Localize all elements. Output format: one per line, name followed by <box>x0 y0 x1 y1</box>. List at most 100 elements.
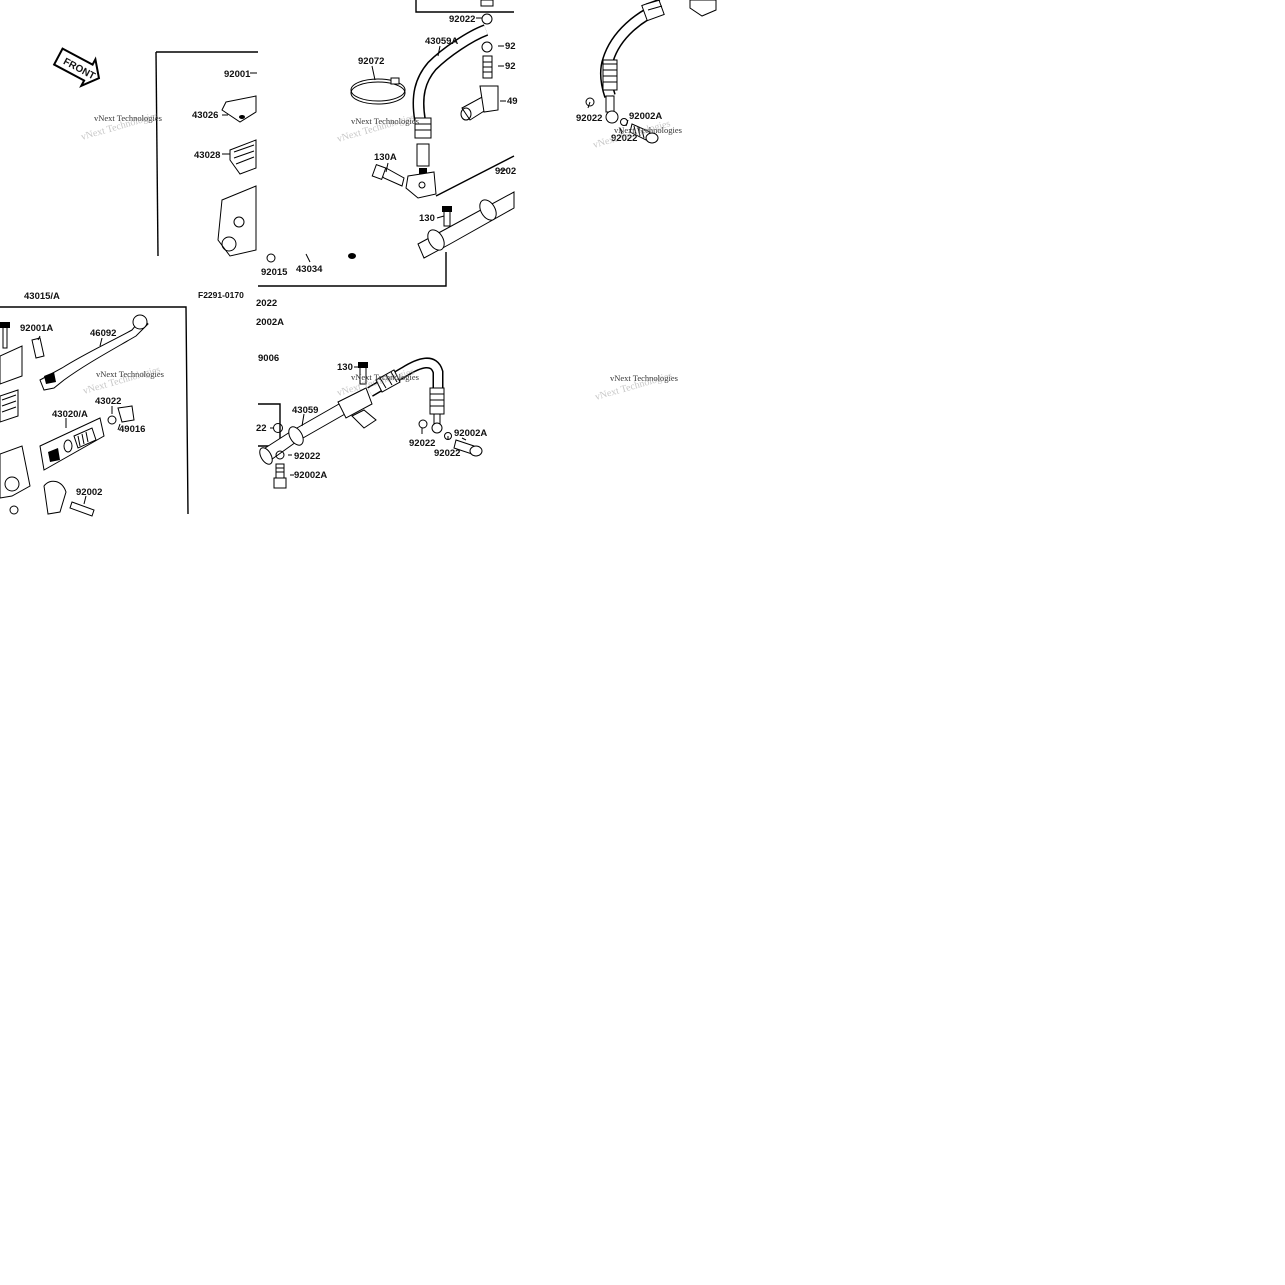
label-43015A: 43015/A <box>24 291 60 302</box>
frame-line <box>258 252 447 287</box>
reservoir-edge <box>0 345 23 385</box>
watermark-text: vNext Technologies <box>351 116 419 126</box>
pipe-line <box>435 155 515 197</box>
body-port <box>221 236 237 252</box>
bolt-part <box>275 463 285 479</box>
leader-lines <box>371 17 506 219</box>
clamp-part <box>43 480 67 515</box>
pipe-nut <box>479 199 497 221</box>
frame-line <box>0 306 189 515</box>
bolt-head <box>371 164 387 180</box>
label-130: 130 <box>337 362 353 373</box>
label-92-cut: 92 <box>505 61 516 72</box>
elbow-neck <box>479 85 499 113</box>
screw-head <box>0 322 10 328</box>
leader-lines <box>587 101 629 135</box>
label-92002: 92002 <box>76 487 102 498</box>
leader-lines <box>222 72 257 155</box>
watermark-text: vNext Technologies <box>96 369 164 379</box>
label-43026: 43026 <box>192 110 218 121</box>
brake-hose-fill <box>414 25 488 121</box>
label-43059A: 43059A <box>425 36 458 47</box>
bolt-thread <box>276 467 284 473</box>
label-92022: 92022 <box>409 438 435 449</box>
label-130: 130 <box>419 213 435 224</box>
body-port <box>233 216 245 228</box>
label-43028: 43028 <box>194 150 220 161</box>
hose-fitting <box>605 95 615 113</box>
label-92002A: 92002A <box>629 111 662 122</box>
banjo-hole <box>418 181 426 189</box>
ferrule-ridges <box>379 371 398 389</box>
panel-empty-right: vNext Technologies vNext Technologies <box>594 370 678 403</box>
brake-lever-part <box>39 317 149 391</box>
label-46092: 46092 <box>90 328 116 339</box>
elbow-opening <box>460 107 472 121</box>
panel-brake-hose-right: 92022 92002A 92022 vNext Technologies vN… <box>576 0 717 151</box>
piston-seal <box>63 439 73 453</box>
label-92001: 92001 <box>224 69 251 80</box>
master-cylinder-body <box>0 445 31 499</box>
hose-ferrule <box>414 117 432 139</box>
label-49-cut: 49 <box>507 96 518 107</box>
label-9006-cut: 9006 <box>258 353 279 364</box>
label-43020A: 43020/A <box>52 409 88 420</box>
leader-line <box>305 253 311 263</box>
panel-brake-line-lower: 2022 2002A 9006 130 43059 22 92022 92002… <box>256 298 487 489</box>
label-92002A: 92002A <box>294 470 327 481</box>
washer-part <box>266 253 276 263</box>
label-92002A: 92002A <box>454 428 487 439</box>
washer-part <box>585 97 595 107</box>
bolt-130-head <box>442 206 452 212</box>
label-92022: 92022 <box>434 448 460 459</box>
label-49016: 49016 <box>119 424 145 435</box>
mount-bracket <box>689 0 717 17</box>
lever-tip <box>132 314 148 330</box>
pipe-nut <box>288 426 304 446</box>
label-92072: 92072 <box>358 56 384 67</box>
diaphragm-edge <box>0 389 19 423</box>
bolt-head <box>469 445 483 457</box>
small-part <box>348 253 356 259</box>
ferrule-ridges <box>415 123 431 131</box>
bolt-92002-part <box>69 501 95 517</box>
frame-line <box>155 51 159 257</box>
body-port <box>9 505 19 515</box>
diaphragm-ribs <box>1 394 17 413</box>
piston-part <box>73 427 97 449</box>
label-9202-cut: 9202 <box>495 166 516 177</box>
panel-brake-hose-top: 92072 43059A 92022 130A 130 92 92 49 920… <box>258 0 518 287</box>
bolt-thread <box>483 61 492 73</box>
piston-cup <box>48 448 60 462</box>
three-way-joint <box>337 387 373 419</box>
panel-brake-lever: 43015/A 92001A 46092 43022 43020/A 49016… <box>0 290 244 517</box>
washer-part <box>273 423 283 433</box>
dust-boot-part <box>117 405 135 423</box>
label-92015: 92015 <box>261 267 288 278</box>
brake-hose-fill <box>367 359 442 396</box>
label-92022: 92022 <box>294 451 320 462</box>
washer-part <box>481 41 493 53</box>
ferrule-ridges <box>430 393 444 407</box>
panel-master-cylinder-top: FRONT 92001 43026 43028 vNext Technologi… <box>52 47 258 257</box>
brake-pipe <box>417 191 515 259</box>
banjo-fitting <box>431 422 443 434</box>
cap-hole <box>239 115 245 119</box>
hose-clamp-edge <box>350 81 406 105</box>
label-92022: 92022 <box>576 113 602 124</box>
label-22-cut: 22 <box>256 423 267 434</box>
watermark-text: vNext Technologies <box>610 373 678 383</box>
bolt-thread <box>633 125 645 139</box>
banjo-block <box>405 171 437 199</box>
leader-lines <box>270 366 467 476</box>
banjo-fitting <box>605 110 619 124</box>
label-43059: 43059 <box>292 405 318 416</box>
diaphragm-ribs <box>233 144 255 165</box>
circlip-part <box>107 415 117 425</box>
label-43034: 43034 <box>296 264 323 275</box>
hose-ferrule <box>429 387 445 415</box>
bolt-head <box>273 477 287 489</box>
clamp-screw <box>390 77 400 85</box>
hose-ferrule <box>375 369 401 393</box>
